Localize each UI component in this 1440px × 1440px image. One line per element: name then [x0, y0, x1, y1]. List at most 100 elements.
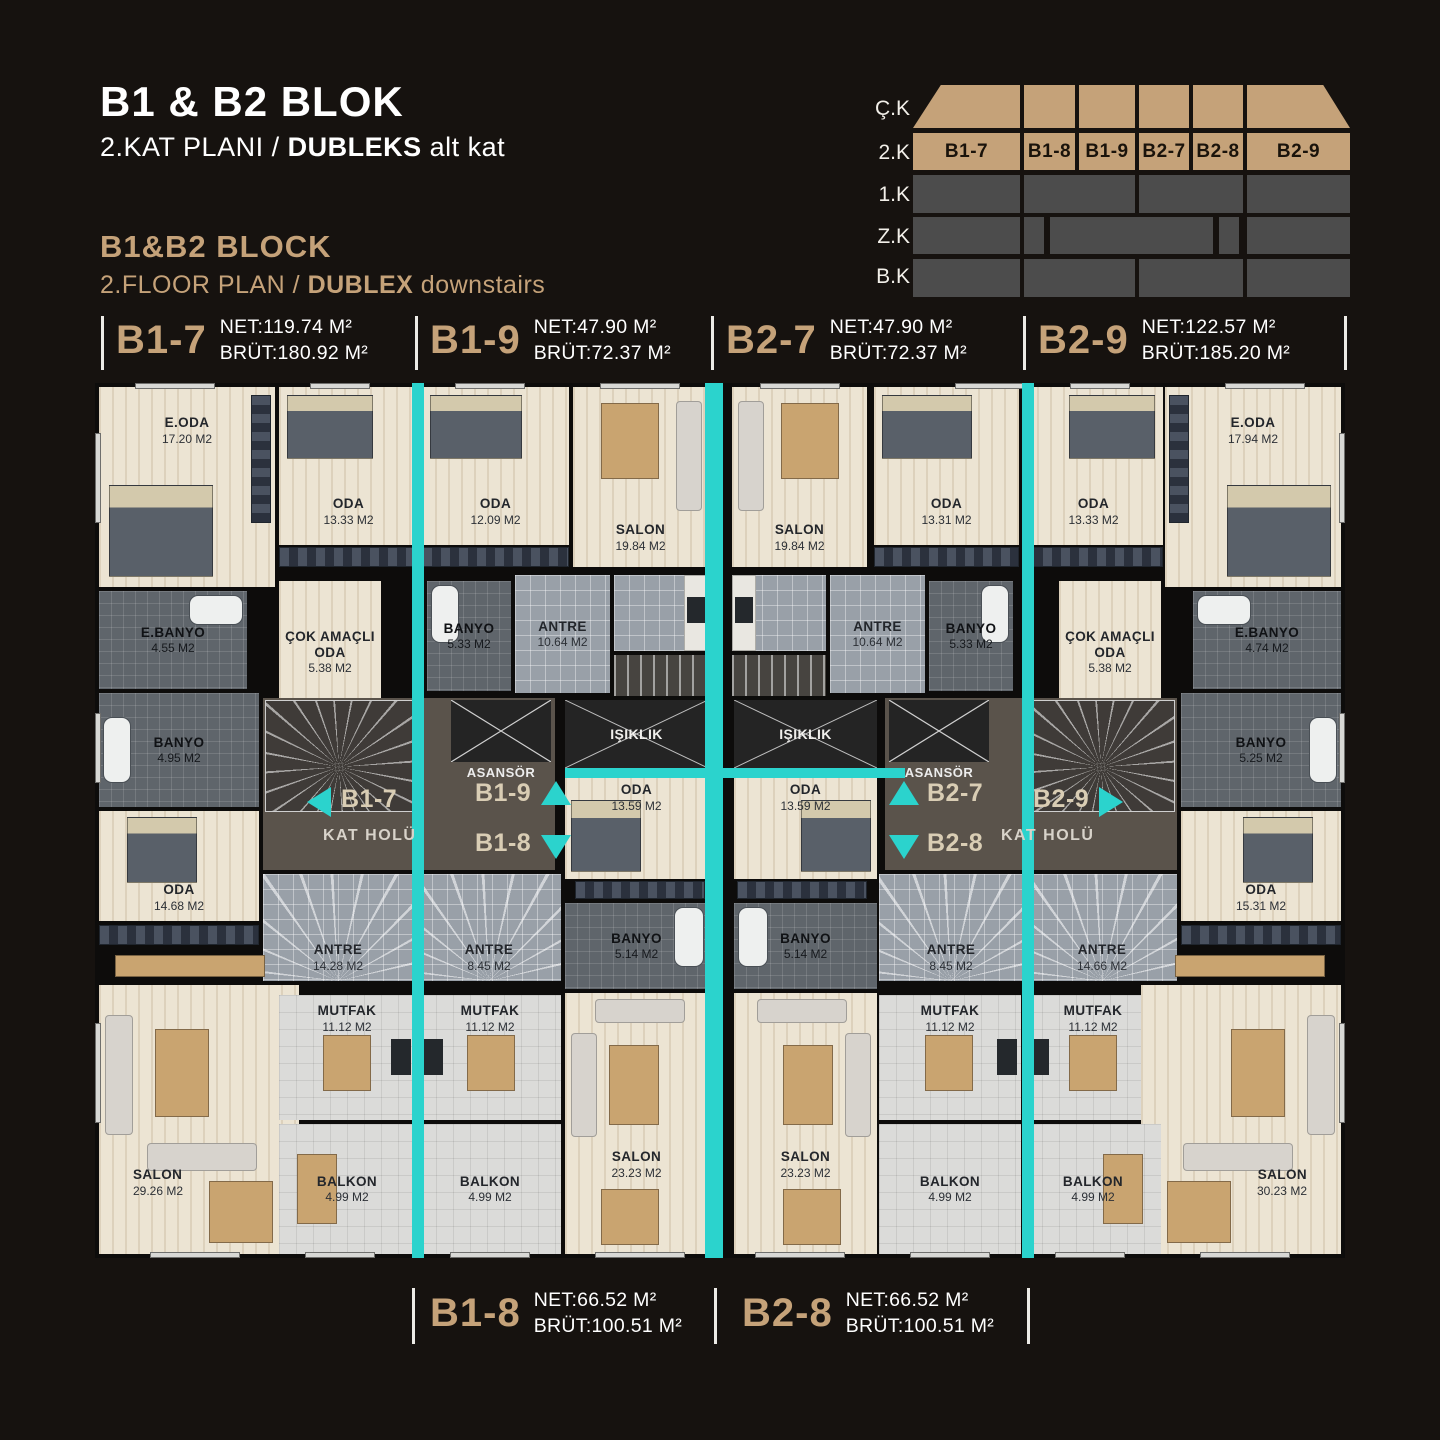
unit-net: NET:47.90 M² [533, 316, 657, 338]
wardrobe [737, 881, 867, 899]
window [150, 1252, 240, 1258]
subtitle-bold: DUBLEKS [287, 132, 422, 162]
room-label: SALON [774, 522, 825, 538]
window [755, 1252, 845, 1258]
bed [1227, 485, 1331, 577]
window [595, 1252, 685, 1258]
room-area: 19.84 M2 [774, 539, 825, 553]
stack-cell [1139, 259, 1243, 297]
room-area: 5.14 M2 [783, 947, 828, 962]
subtitle-prefix: 2.KAT PLANI / [100, 132, 288, 162]
stack-cell [913, 259, 1020, 297]
elevator-label-left: ASANSÖR [466, 765, 536, 780]
room-label: ODA [1077, 496, 1110, 512]
stack-cell [1139, 175, 1243, 213]
unit-name: B2-7 [726, 317, 817, 362]
room-label: E.BANYO [1234, 624, 1300, 640]
bathtub [189, 595, 243, 625]
divider-tick [1027, 1288, 1030, 1344]
room-area: 5.38 M2 [308, 661, 352, 676]
stack-unit-b1-8: B1-8 [1024, 133, 1075, 170]
stack-cell [913, 217, 1020, 254]
room-area: 19.84 M2 [615, 539, 666, 553]
floor-label-bk: B.K [876, 265, 910, 288]
page-title-en: B1&B2 BLOCK [100, 229, 332, 264]
floor-label-2k: 2.K [878, 141, 910, 164]
wardrobe [99, 925, 259, 945]
stairs-band-right [732, 655, 826, 696]
room-label: SALON [611, 1149, 662, 1165]
room-area: 5.14 M2 [614, 947, 659, 962]
divider-tick [412, 1288, 415, 1344]
elevator-right [889, 700, 989, 762]
stack-cell [1247, 259, 1350, 297]
room-label: SALON [615, 522, 666, 538]
elevator-x-lines [889, 700, 989, 762]
window [910, 1252, 990, 1258]
window [760, 383, 840, 389]
kitchen-table [925, 1035, 973, 1091]
window [95, 713, 101, 783]
stack-unit-b2-9: B2-9 [1247, 133, 1350, 170]
floor-label-ck: Ç.K [874, 97, 910, 120]
wardrobe [422, 547, 569, 567]
window [95, 433, 101, 523]
unit-net: NET:122.57 M² [1141, 316, 1276, 338]
sofa [147, 1143, 257, 1171]
room-label: E.BANYO [140, 624, 206, 640]
wardrobe [279, 547, 418, 567]
wardrobe [1181, 925, 1341, 945]
room-label: ODA [479, 496, 512, 512]
title-block: B1 & B2 BLOK 2.KAT PLANI / DUBLEKS alt k… [100, 78, 545, 300]
window [1225, 383, 1305, 389]
window [135, 383, 215, 389]
bathtub [674, 907, 704, 967]
divider-tick [101, 316, 104, 370]
room-label: MUTFAK [317, 1003, 377, 1018]
room-label: SALON [780, 1149, 831, 1165]
window [1339, 1023, 1345, 1123]
room-label: ODA [1245, 882, 1277, 898]
room-area: 15.31 M2 [1235, 899, 1287, 913]
stove [735, 597, 753, 623]
bathtub [103, 717, 131, 783]
unit-divider-line-horizontal [565, 768, 905, 778]
window [1055, 1252, 1125, 1258]
coffee-table [609, 1045, 659, 1125]
stack-cell [1247, 217, 1350, 254]
bed [287, 395, 373, 459]
window [455, 383, 525, 389]
arrow-b1-7-icon [307, 787, 331, 817]
room-label: BALKON [459, 1173, 521, 1189]
room-area: 5.25 M2 [1239, 751, 1283, 766]
dining-table [783, 1189, 841, 1245]
spiral-stairs [879, 874, 1023, 981]
unit-divider-line-b1-8 [412, 383, 424, 1258]
elevator-label-right: ASANSÖR [904, 765, 974, 780]
page-subtitle-en: 2.FLOOR PLAN / DUBLEX downstairs [100, 271, 545, 300]
sofa [676, 401, 702, 511]
spiral-stairs [1027, 874, 1177, 981]
arrow-b2-9-icon [1099, 787, 1123, 817]
room-label: ODA [930, 496, 963, 512]
coffee-table [783, 1045, 833, 1125]
window [95, 1023, 101, 1123]
kitchen-counter-zone-right [732, 575, 826, 651]
bathtub [738, 907, 768, 967]
kitchen-table [1069, 1035, 1117, 1091]
stack-cell [1219, 217, 1239, 254]
arrow-b1-8-label: B1-8 [475, 829, 532, 857]
coffee-table [155, 1029, 209, 1117]
dining-table [601, 1189, 659, 1245]
